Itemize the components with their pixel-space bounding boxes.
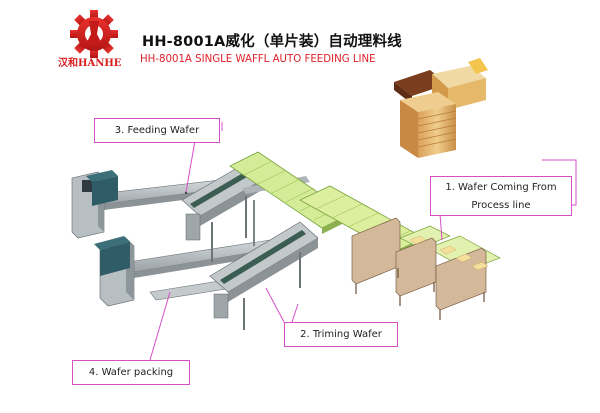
gear-logo-icon [70,10,118,58]
callout-wafer-packing: 4. Wafer packing [72,360,190,385]
callout-triming-wafer: 2. Triming Wafer [284,322,398,347]
callout-label: 2. Triming Wafer [300,329,382,340]
wafer-product-icon [394,58,488,158]
callout-label-line2: Process line [471,200,531,211]
callout-label: 3. Feeding Wafer [114,125,200,136]
callout-leaders [149,122,577,361]
brand-name: 汉和HANHE [58,58,122,69]
callout-label: 4. Wafer packing [88,367,174,378]
callout-label: 1. Wafer Coming From [445,182,557,193]
leader-dot [184,191,188,195]
title-chinese: HH-8001A威化（单片装）自动理料线 [142,34,402,50]
feeding-line-machine [71,151,501,330]
callout-feeding-wafer: 3. Feeding Wafer [94,118,220,143]
title-english: HH-8001A SINGLE WAFFL AUTO FEEDING LINE [140,54,376,65]
callout-wafer-coming: 1. Wafer Coming From Process line [430,176,572,216]
